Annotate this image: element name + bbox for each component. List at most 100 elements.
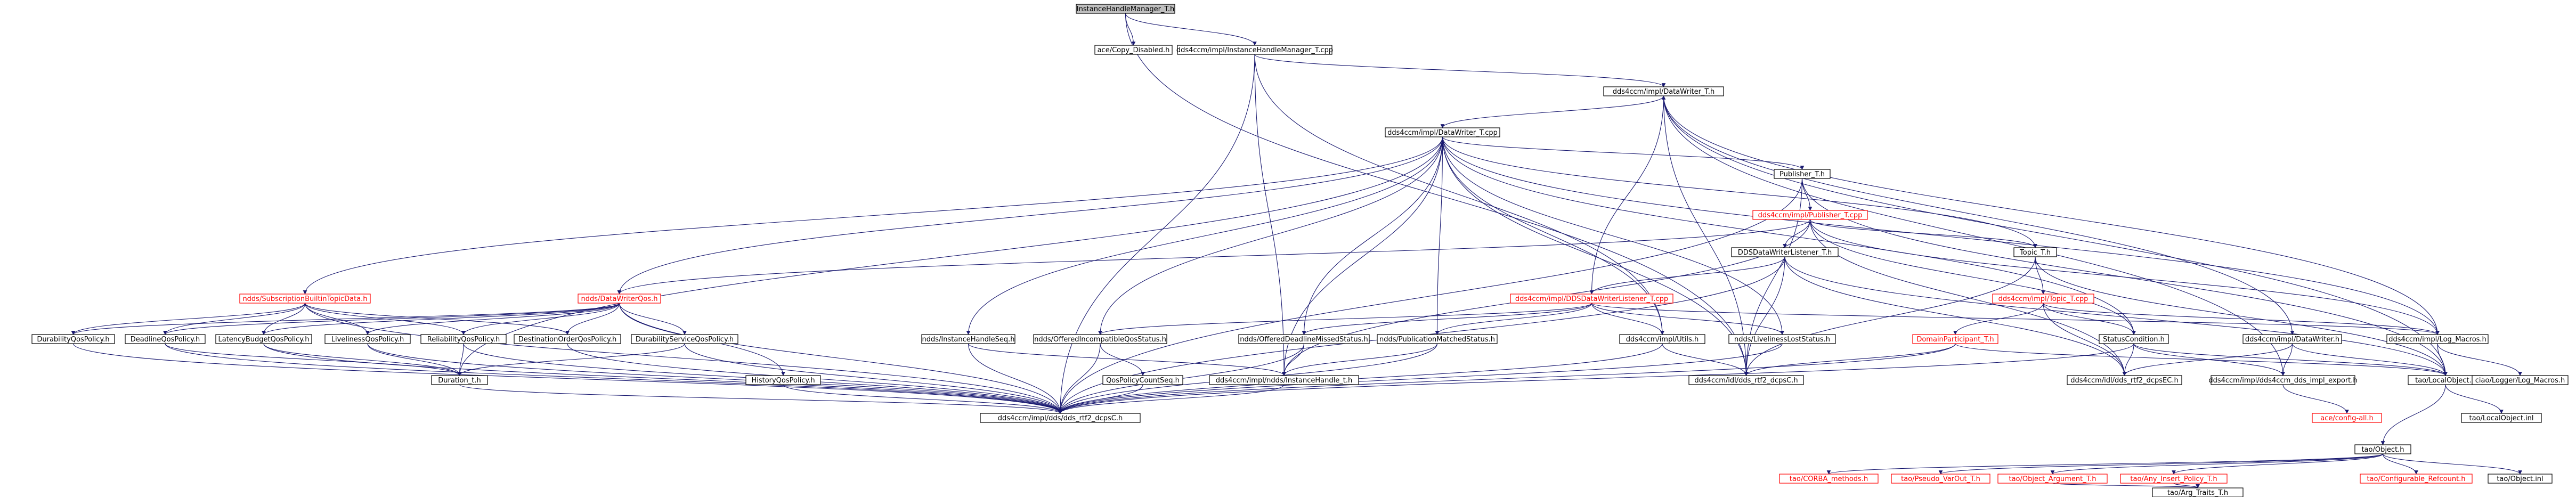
node-reliability[interactable]: ReliabilityQosPolicy.h bbox=[420, 334, 507, 344]
node-box bbox=[578, 294, 661, 304]
node-label: dds4ccm/impl/DataWriter.h bbox=[2245, 336, 2339, 344]
node-label: ndds/OfferedDeadlineMissedStatus.h bbox=[1240, 336, 1368, 344]
edge-deadline-to-duration bbox=[165, 343, 462, 376]
node-arg-traits[interactable]: tao/Arg_Traits_T.h bbox=[2152, 487, 2244, 497]
node-local-object[interactable]: tao/LocalObject.h bbox=[2408, 375, 2483, 385]
node-copy-disabled[interactable]: ace/Copy_Disabled.h bbox=[1094, 45, 1173, 55]
edge-object_h-to-pseudo_var bbox=[1938, 453, 2384, 475]
node-topic-cpp[interactable]: dds4ccm/impl/Topic_T.cpp bbox=[1992, 294, 2094, 304]
node-ddsdwl-h[interactable]: DDSDataWriterListener_T.h bbox=[1731, 247, 1839, 257]
edge-duration-to-dds_rtf2_dcpsC bbox=[459, 384, 1062, 414]
node-dw-cpp[interactable]: dds4ccm/impl/DataWriter_T.cpp bbox=[1385, 127, 1500, 137]
node-label: DDSDataWriterListener_T.h bbox=[1738, 249, 1832, 257]
node-utils[interactable]: dds4ccm/impl/Utils.h bbox=[1619, 334, 1705, 344]
node-history[interactable]: HistoryQosPolicy.h bbox=[745, 375, 821, 385]
node-label: DestinationOrderQosPolicy.h bbox=[518, 336, 616, 344]
edge-log_macros-to-logger_log_macros bbox=[2437, 343, 2522, 376]
node-pseudo-var[interactable]: tao/Pseudo_VarOut_T.h bbox=[1891, 474, 1990, 484]
node-instancehandle[interactable]: dds4ccm/impl/ndds/InstanceHandle_t.h bbox=[1209, 375, 1359, 385]
node-offered-deadline[interactable]: ndds/OfferedDeadlineMissedStatus.h bbox=[1238, 334, 1370, 344]
edge-dw_cpp-to-duration bbox=[457, 136, 1443, 376]
edge-object_argument-to-arg_traits bbox=[2052, 483, 2200, 488]
node-box bbox=[2211, 375, 2355, 385]
edge-sub_builtin-to-deadline bbox=[163, 303, 306, 335]
edge-object_h-to-corba_methods bbox=[1827, 453, 2384, 475]
edge-ddsdwl_cpp-to-utils bbox=[1591, 303, 1664, 335]
node-label: DurabilityQosPolicy.h bbox=[37, 336, 109, 344]
node-ihm-cpp[interactable]: dds4ccm/impl/InstanceHandleManager_T.cpp bbox=[1176, 45, 1333, 55]
node-impl-datawriter[interactable]: dds4ccm/impl/DataWriter.h bbox=[2242, 334, 2342, 344]
node-status-condition[interactable]: StatusCondition.h bbox=[2099, 334, 2169, 344]
edge-ihm_cpp-to-instancehandle bbox=[1254, 54, 1286, 376]
node-box bbox=[2312, 413, 2382, 423]
node-dds4ccm-export[interactable]: dds4ccm/impl/dds4ccm_dds_impl_export.h bbox=[2208, 375, 2358, 385]
edge-ddsdwl_h-to-dds_rtiC bbox=[1744, 256, 1785, 376]
node-dest-order[interactable]: DestinationOrderQosPolicy.h bbox=[514, 334, 621, 344]
node-label: dds4ccm/impl/DDSDataWriterListener_T.cpp bbox=[1515, 295, 1668, 303]
node-object-inl[interactable]: tao/Object.inl bbox=[2488, 474, 2553, 484]
node-ddsdwl-cpp[interactable]: dds4ccm/impl/DDSDataWriterListener_T.cpp bbox=[1510, 294, 1673, 304]
node-latency[interactable]: LatencyBudgetQosPolicy.h bbox=[215, 334, 312, 344]
node-local-object-inl[interactable]: tao/LocalObject.inl bbox=[2461, 413, 2542, 423]
node-label: dds4ccm/impl/Log_Macros.h bbox=[2388, 336, 2486, 344]
node-ihs[interactable]: ndds/InstanceHandleSeq.h bbox=[921, 334, 1015, 344]
node-label: dds4ccm/impl/dds4ccm_dds_impl_export.h bbox=[2208, 377, 2357, 385]
edge-sub_builtin-to-latency bbox=[262, 303, 306, 335]
edge-dw_cpp-to-instancehandle bbox=[1282, 136, 1443, 376]
node-any-insert[interactable]: tao/Any_Insert_Policy_T.h bbox=[2120, 474, 2228, 484]
node-duration[interactable]: Duration_t.h bbox=[431, 375, 488, 385]
edge-any_insert-to-arg_traits bbox=[2173, 483, 2200, 488]
node-deadline[interactable]: DeadlineQosPolicy.h bbox=[125, 334, 206, 344]
node-corba-methods[interactable]: tao/CORBA_methods.h bbox=[1779, 474, 1879, 484]
node-topic-h[interactable]: Topic_T.h bbox=[2013, 247, 2057, 257]
edge-topic_cpp-to-status_condition bbox=[2043, 303, 2136, 335]
dependency-edges bbox=[71, 13, 2522, 488]
edge-status_condition-to-local_object bbox=[2133, 343, 2448, 376]
edge-object_h-to-configurable_refcount bbox=[2382, 453, 2418, 475]
node-label: ace/config-all.h bbox=[2320, 414, 2374, 422]
edge-reliability-to-duration bbox=[457, 343, 464, 376]
edge-dw_cpp-to-log_macros bbox=[1442, 136, 2440, 335]
edge-dwqos-to-dds_rtf2_dcpsC bbox=[619, 303, 1062, 414]
node-durability-service[interactable]: DurabilityServiceQosPolicy.h bbox=[631, 334, 738, 344]
node-offered-incompat[interactable]: ndds/OfferedIncompatibleQosStatus.h bbox=[1033, 334, 1167, 344]
node-sub-builtin[interactable]: ndds/SubscriptionBuiltinTopicData.h bbox=[239, 294, 371, 304]
node-publisher-cpp[interactable]: dds4ccm/impl/Publisher_T.cpp bbox=[1752, 210, 1868, 220]
node-label: tao/Configurable_Refcount.h bbox=[2367, 475, 2465, 483]
node-configurable-refcount[interactable]: tao/Configurable_Refcount.h bbox=[2360, 474, 2473, 484]
node-dds-rtf2-dcpsC[interactable]: dds4ccm/impl/dds/dds_rtf2_dcpsC.h bbox=[980, 413, 1141, 423]
edge-dwqos-to-dest_order bbox=[565, 303, 620, 335]
node-dds-rtiEC[interactable]: dds4ccm/idl/dds_rtf2_dcpsEC.h bbox=[2067, 375, 2182, 385]
node-label: StatusCondition.h bbox=[2103, 336, 2165, 344]
node-logger-log-macros[interactable]: ciao/Logger/Log_Macros.h bbox=[2472, 375, 2569, 385]
edge-topic_cpp-to-dds_rtiEC bbox=[2043, 303, 2127, 376]
node-publisher-h[interactable]: Publisher_T.h bbox=[1774, 169, 1831, 179]
node-log-macros[interactable]: dds4ccm/impl/Log_Macros.h bbox=[2386, 334, 2489, 344]
node-label: ace/Copy_Disabled.h bbox=[1098, 46, 1170, 54]
node-box bbox=[1033, 334, 1167, 344]
edge-ihs-to-dds_rtf2_dcpsC bbox=[968, 343, 1062, 414]
node-durability[interactable]: DurabilityQosPolicy.h bbox=[31, 334, 115, 344]
node-liveliness-lost[interactable]: ndds/LivelinessLostStatus.h bbox=[1728, 334, 1836, 344]
node-root[interactable]: InstanceHandleManager_T.h bbox=[1076, 4, 1175, 14]
node-label: tao/Object.inl bbox=[2497, 475, 2543, 483]
node-label: ndds/PublicationMatchedStatus.h bbox=[1379, 336, 1495, 344]
node-dds-rtiC[interactable]: dds4ccm/idl/dds_rtf2_dcpsC.h bbox=[1688, 375, 1804, 385]
edge-object_h-to-object_argument bbox=[2050, 453, 2384, 475]
node-config-all[interactable]: ace/config-all.h bbox=[2312, 413, 2382, 423]
node-dw-h[interactable]: dds4ccm/impl/DataWriter_T.h bbox=[1603, 86, 1724, 96]
node-liveliness[interactable]: LivelinessQosPolicy.h bbox=[324, 334, 411, 344]
node-qos-count[interactable]: QosPolicyCountSeq.h bbox=[1102, 375, 1183, 385]
edge-domain_participant-to-local_object bbox=[1955, 343, 2448, 376]
edge-sub_builtin-to-durability bbox=[71, 303, 306, 335]
node-box bbox=[1688, 375, 1804, 385]
edge-ddsdwl_cpp-to-liveliness_lost bbox=[1591, 303, 1784, 335]
node-pub-matched[interactable]: ndds/PublicationMatchedStatus.h bbox=[1377, 334, 1498, 344]
node-label: dds4ccm/impl/Topic_T.cpp bbox=[1998, 295, 2089, 303]
node-object-h[interactable]: tao/Object.h bbox=[2354, 444, 2411, 454]
node-dwqos[interactable]: ndds/DataWriterQos.h bbox=[578, 294, 661, 304]
node-label: ndds/OfferedIncompatibleQosStatus.h bbox=[1034, 336, 1166, 344]
node-domain-participant[interactable]: DomainParticipant_T.h bbox=[1912, 334, 1998, 344]
node-object-argument[interactable]: tao/Object_Argument_T.h bbox=[1997, 474, 2108, 484]
node-label: tao/Arg_Traits_T.h bbox=[2167, 489, 2228, 497]
